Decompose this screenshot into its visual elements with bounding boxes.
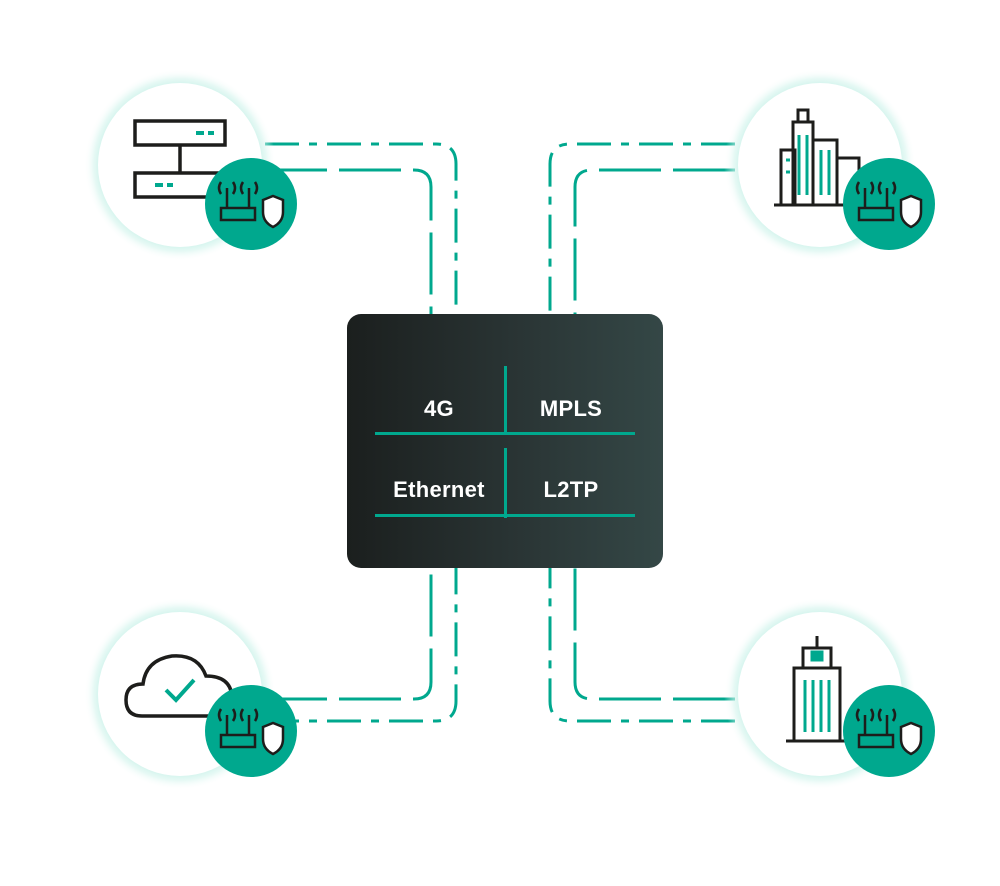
protocol-mpls-label: MPLS xyxy=(539,396,603,421)
protocol-4g-label: 4G xyxy=(424,396,454,421)
connection-lines xyxy=(265,142,735,723)
grid-divider-horizontal-bottom xyxy=(375,514,635,517)
protocol-ethernet-label: Ethernet xyxy=(393,477,485,502)
grid-divider-horizontal-top xyxy=(375,432,635,435)
link-branch-inner xyxy=(573,568,735,701)
secure-router-badge-icon xyxy=(843,685,935,777)
link-datacenter-outer xyxy=(265,142,458,314)
secure-router-badge-icon xyxy=(205,685,297,777)
link-datacenter-inner xyxy=(265,168,433,314)
protocol-grid: 4G MPLS Ethernet L2TP xyxy=(375,366,635,520)
secure-router-badge-icon xyxy=(843,158,935,250)
node-cloud xyxy=(84,598,297,790)
node-branch-office xyxy=(724,598,935,790)
protocol-hub: 4G MPLS Ethernet L2TP xyxy=(347,314,663,568)
link-cloud-outer xyxy=(265,568,458,723)
link-cloud-inner xyxy=(265,568,433,701)
link-campus-outer xyxy=(548,142,735,314)
node-datacenter xyxy=(84,69,297,261)
protocol-l2tp-label: L2TP xyxy=(543,477,599,502)
secure-router-badge-icon xyxy=(205,158,297,250)
grid-divider-vertical-bottom xyxy=(504,448,507,518)
node-office-campus xyxy=(724,69,935,261)
grid-divider-vertical-top xyxy=(504,366,507,432)
link-campus-inner xyxy=(573,168,735,314)
link-branch-outer xyxy=(548,568,735,723)
office-tower-icon xyxy=(786,636,856,743)
